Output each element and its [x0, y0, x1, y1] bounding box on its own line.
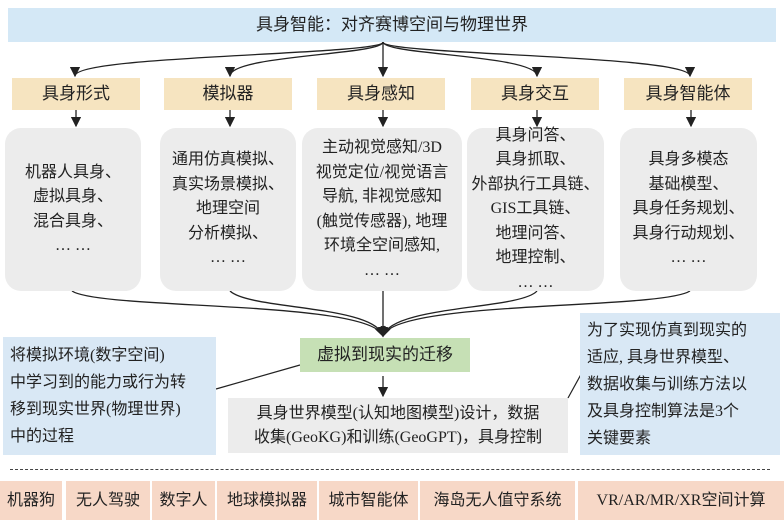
header-interaction: 具身交互 [471, 78, 599, 110]
application-item: VR/AR/MR/XR空间计算 [578, 481, 784, 520]
dashed-divider [10, 469, 770, 470]
content-interaction: 具身问答、 具身抓取、 外部执行工具链、 GIS工具链、 地理问答、 地理控制、… [467, 127, 604, 291]
application-item: 地球模拟器 [217, 481, 317, 520]
content-embodiment-form: 机器人具身、 虚拟具身、 混合具身、 … … [5, 128, 141, 291]
application-item: 数字人 [152, 481, 215, 520]
sim-to-real-transfer: 虚拟到现实的迁移 [300, 338, 470, 372]
header-embodiment-form: 具身形式 [12, 78, 140, 110]
right-note: 为了实现仿真到现实的 适应, 具身世界模型、 数据收集与训练方法以 及具身控制算… [580, 313, 780, 455]
application-item: 海岛无人值守系统 [420, 481, 575, 520]
content-simulator: 通用仿真模拟、 真实场景模拟、 地理空间 分析模拟、 … … [160, 128, 296, 291]
application-item: 机器狗 [0, 481, 62, 520]
application-item: 城市智能体 [319, 481, 418, 520]
content-agent: 具身多模态 基础模型、 具身任务规划、 具身行动规划、 … … [620, 128, 757, 291]
application-item: 无人驾驶 [66, 481, 150, 520]
content-perception: 主动视觉感知/3D 视觉定位/视觉语言 导航, 非视觉感知 (触觉传感器), 地… [302, 128, 462, 291]
left-note: 将模拟环境(数字空间) 中学习到的能力或行为转 移到现实世界(物理世界) 中的过… [3, 337, 216, 455]
header-agent: 具身智能体 [624, 78, 752, 110]
header-perception: 具身感知 [317, 78, 445, 110]
method-box: 具身世界模型(认知地图模型)设计，数据 收集(GeoKG)和训练(GeoGPT)… [228, 398, 568, 453]
diagram-title: 具身智能：对齐赛博空间与物理世界 [8, 8, 776, 42]
header-simulator: 模拟器 [164, 78, 292, 110]
